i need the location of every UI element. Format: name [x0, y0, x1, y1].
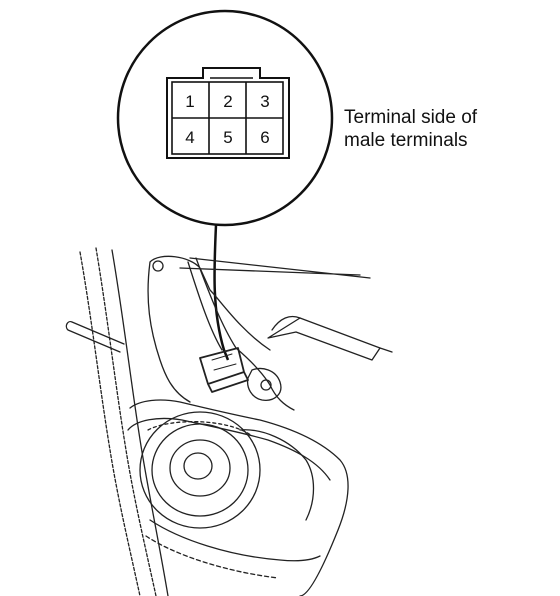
door-connector: [199, 347, 249, 393]
speaker-cone: [169, 439, 231, 497]
leader-line: [213, 224, 230, 361]
door-cable: [267, 317, 381, 361]
speaker-outer: [139, 411, 261, 529]
door-panel-contour: [129, 399, 349, 596]
callout-line-1: Terminal side of: [344, 107, 478, 128]
callout-line-2: male terminals: [344, 130, 468, 151]
terminal-3-label: 3: [260, 92, 269, 111]
wiring-harness: [187, 257, 295, 411]
door-pocket: [149, 429, 321, 562]
detail-circle: [116, 9, 334, 227]
detail-view: 1 2 3 4 5 6: [116, 9, 334, 227]
handle-rod: [65, 320, 125, 353]
inner-panel-bracket: [147, 255, 271, 403]
terminal-5-label: 5: [223, 128, 232, 147]
terminal-2-label: 2: [223, 92, 232, 111]
speaker-rim: [151, 423, 249, 517]
door-edge: [79, 251, 141, 596]
terminal-6-label: 6: [260, 128, 269, 147]
terminal-1-label: 1: [185, 92, 194, 111]
door-panel-drawing: [65, 247, 393, 596]
speaker-dust-cap: [183, 452, 213, 480]
connector-housing: [166, 67, 290, 159]
terminal-4-label: 4: [185, 128, 194, 147]
mounting-hole: [152, 260, 164, 272]
